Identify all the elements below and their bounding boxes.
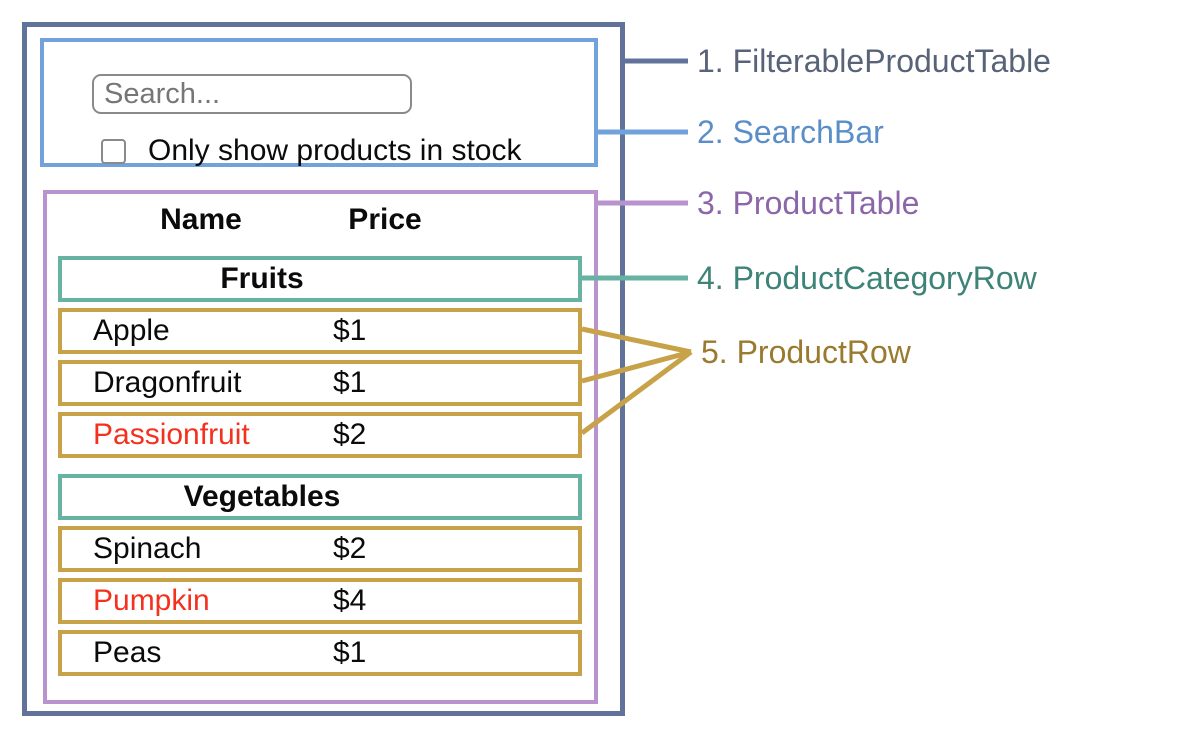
product-price: $2 — [333, 418, 367, 451]
category-row-fruits: Fruits — [58, 256, 582, 302]
product-row-spinach: Spinach $2 — [58, 526, 582, 572]
search-input[interactable] — [92, 74, 412, 114]
category-label: Fruits — [220, 262, 304, 295]
product-row-pumpkin: Pumpkin $4 — [58, 578, 582, 624]
legend-label-search-bar: 2. SearchBar — [697, 114, 884, 150]
product-name: Peas — [93, 636, 162, 669]
product-price: $1 — [333, 366, 367, 399]
column-header-name: Name — [160, 203, 242, 236]
legend-label-filterable-product-table: 1. FilterableProductTable — [697, 43, 1051, 79]
product-price: $1 — [333, 314, 367, 347]
product-name: Dragonfruit — [93, 366, 242, 399]
product-price: $2 — [333, 532, 367, 565]
category-row-vegetables: Vegetables — [58, 474, 582, 520]
product-price: $1 — [333, 636, 367, 669]
legend-label-product-row: 5. ProductRow — [701, 334, 911, 370]
product-row-dragonfruit: Dragonfruit $1 — [58, 360, 582, 406]
product-row-peas: Peas $1 — [58, 630, 582, 676]
legend-label-product-category-row: 4. ProductCategoryRow — [697, 260, 1037, 296]
search-bar-box: Only show products in stock — [40, 38, 598, 167]
product-name: Pumpkin — [93, 584, 210, 617]
in-stock-filter-row: Only show products in stock — [101, 134, 522, 168]
product-row-passionfruit: Passionfruit $2 — [58, 412, 582, 458]
in-stock-checkbox[interactable] — [101, 138, 126, 164]
product-name: Passionfruit — [93, 418, 250, 451]
product-row-apple: Apple $1 — [58, 308, 582, 354]
category-label: Vegetables — [183, 480, 341, 513]
product-name: Apple — [93, 314, 170, 347]
product-name: Spinach — [93, 532, 202, 565]
product-price: $4 — [333, 584, 367, 617]
column-header-price: Price — [348, 203, 422, 236]
legend-label-product-table: 3. ProductTable — [697, 185, 920, 221]
in-stock-checkbox-label: Only show products in stock — [148, 134, 522, 167]
